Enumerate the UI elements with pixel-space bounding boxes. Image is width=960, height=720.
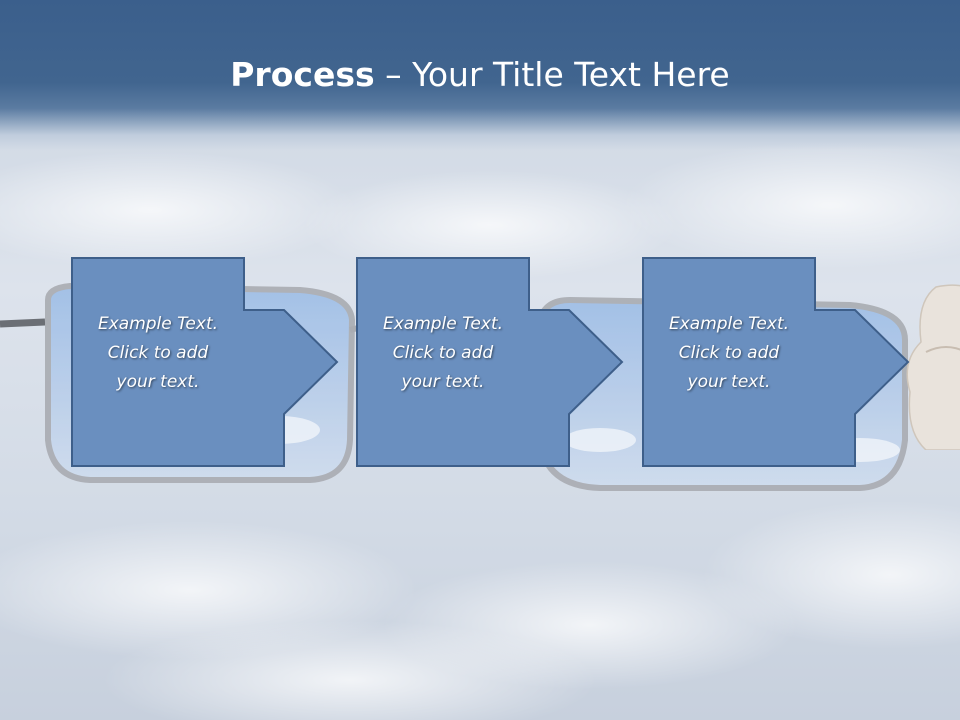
- step-text[interactable]: Example Text. Click to add your text.: [643, 310, 815, 397]
- step-text[interactable]: Example Text. Click to add your text.: [72, 310, 244, 397]
- process-step-1[interactable]: Example Text. Click to add your text.: [71, 257, 339, 467]
- slide-title[interactable]: Process – Your Title Text Here: [0, 52, 960, 98]
- step-line: Example Text.: [668, 314, 790, 334]
- title-bold-text: Process: [230, 55, 375, 94]
- step-line: Click to add: [107, 343, 209, 363]
- finger-image: [906, 284, 960, 450]
- step-text[interactable]: Example Text. Click to add your text.: [357, 310, 529, 397]
- arrow-box-shape: [71, 257, 339, 467]
- step-line: Click to add: [392, 343, 494, 363]
- title-rest-text: – Your Title Text Here: [374, 55, 730, 94]
- process-step-3[interactable]: Example Text. Click to add your text.: [642, 257, 910, 467]
- title-bar: [0, 0, 960, 150]
- step-line: Example Text.: [97, 314, 219, 334]
- arrow-box-shape: [642, 257, 910, 467]
- step-line: your text.: [116, 372, 200, 392]
- step-line: your text.: [687, 372, 771, 392]
- step-line: Click to add: [678, 343, 780, 363]
- arrow-box-shape: [356, 257, 624, 467]
- step-line: Example Text.: [382, 314, 504, 334]
- process-step-2[interactable]: Example Text. Click to add your text.: [356, 257, 624, 467]
- step-line: your text.: [401, 372, 485, 392]
